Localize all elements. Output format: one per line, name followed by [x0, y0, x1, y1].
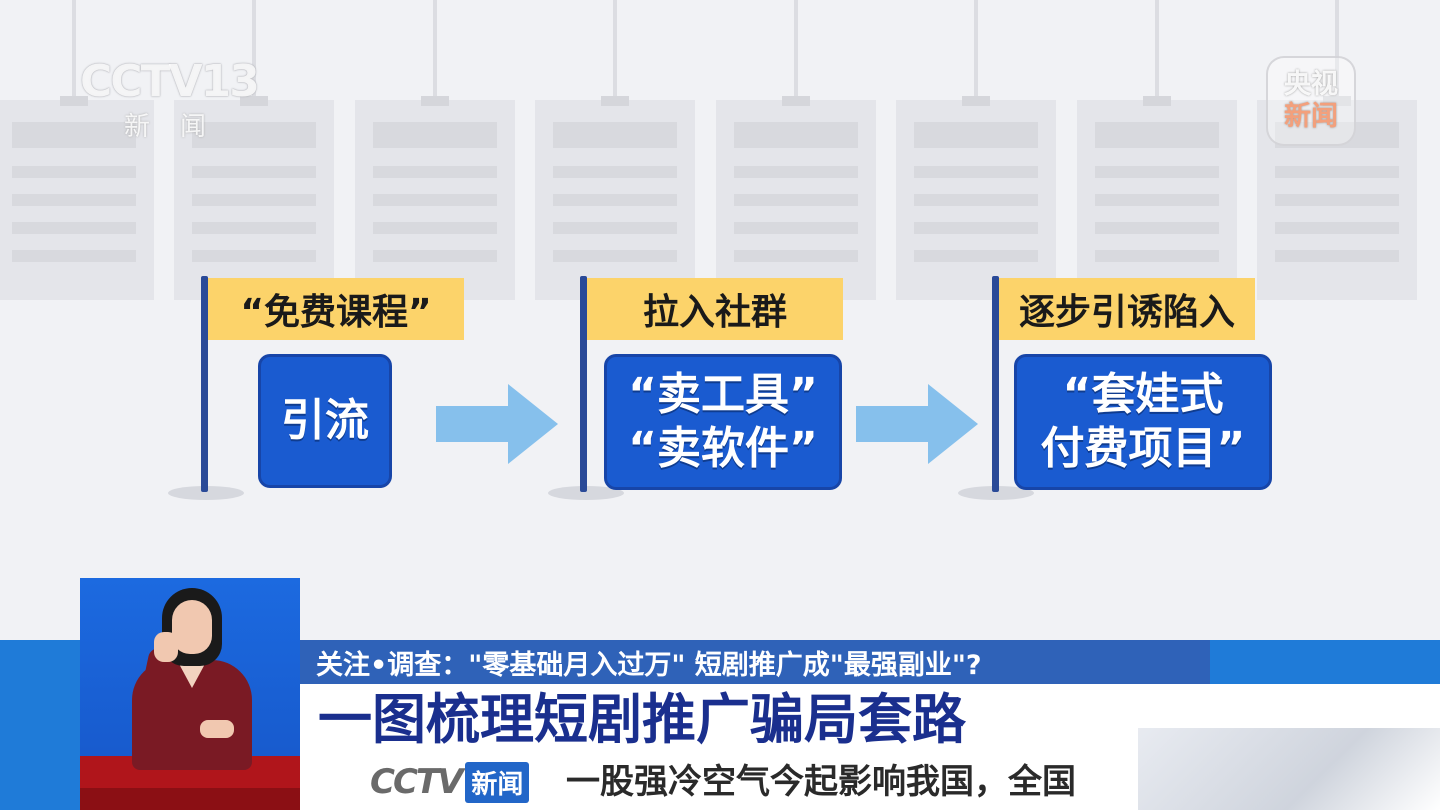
step3-box-line2: 付费项目”	[1040, 423, 1246, 474]
step1-base	[168, 486, 244, 500]
step1-box: 引流	[258, 354, 392, 488]
step2-flag-pole	[580, 276, 587, 492]
sign-language-interpreter-inset	[80, 578, 300, 810]
yangshi-logo-line2: 新闻	[1284, 101, 1338, 132]
news-kicker: 关注•调查："零基础月入过万" 短剧推广成"最强副业"?	[300, 640, 1210, 684]
step2-box: “卖工具” “卖软件”	[604, 354, 842, 490]
news-ticker-text: 一股强冷空气今起影响我国，全国	[566, 762, 1076, 802]
step2-flag: 拉入社群	[587, 278, 843, 340]
step3-box: “套娃式 付费项目”	[1014, 354, 1272, 490]
step1-box-line1: 引流	[281, 395, 369, 446]
yangshi-news-logo: 央视 新闻	[1266, 56, 1356, 146]
step2-base	[548, 486, 624, 500]
news-headline: 一图梳理短剧推广骗局套路	[318, 688, 966, 751]
ticker-logo: CCTV 新闻	[370, 761, 530, 803]
step3-base	[958, 486, 1034, 500]
arrow-right-icon	[436, 384, 558, 464]
step1-flag-pole	[201, 276, 208, 492]
step1-flag: “免费课程”	[208, 278, 464, 340]
step2-box-line1: “卖工具”	[628, 369, 818, 420]
cctv13-logo: CCTV13	[80, 56, 260, 107]
step3-flag: 逐步引诱陷入	[999, 278, 1255, 340]
step3-flag-pole	[992, 276, 999, 492]
ticker-logo-cctv: CCTV	[370, 762, 463, 802]
arrow-right-icon	[856, 384, 978, 464]
lower-third-left-edge	[0, 684, 80, 810]
yangshi-logo-line1: 央视	[1284, 69, 1338, 100]
step2-box-line2: “卖软件”	[628, 423, 818, 474]
ticker-logo-badge: 新闻	[465, 761, 530, 803]
step3-box-line1: “套娃式	[1062, 369, 1224, 420]
cctv13-logo-subtitle: 新闻	[124, 112, 237, 142]
ticker-overlay	[1138, 728, 1440, 810]
